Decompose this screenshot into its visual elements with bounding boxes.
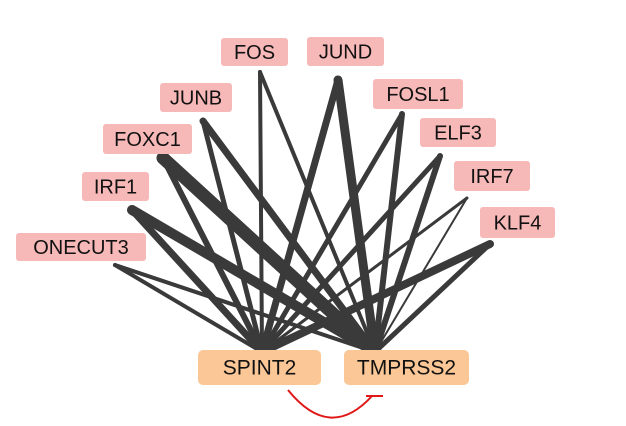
edge-irf7-spint2 [260, 196, 469, 354]
node-box [307, 37, 384, 66]
node-junb[interactable]: JUNB [160, 83, 232, 112]
node-onecut3[interactable]: ONECUT3 [16, 233, 146, 261]
node-label: IRF1 [94, 177, 137, 199]
edge-elf3-spint2 [259, 153, 443, 355]
edge-fos-spint2 [258, 70, 264, 354]
edge-foxc1-spint2 [160, 155, 265, 355]
node-box [198, 350, 321, 385]
edge-jund-spint2 [258, 76, 342, 356]
node-box [344, 350, 469, 385]
node-label: FOS [234, 42, 275, 64]
node-box [82, 172, 149, 201]
node-box [454, 161, 530, 191]
edge-fosl1-tmprss2 [372, 111, 405, 355]
node-box [221, 38, 288, 66]
node-label: TMPRSS2 [357, 357, 456, 380]
node-label: SPINT2 [223, 357, 297, 380]
node-box [480, 207, 555, 238]
node-irf7[interactable]: IRF7 [454, 161, 530, 191]
node-box [420, 118, 496, 147]
edge-fosl1-spint2 [259, 111, 405, 355]
node-box [373, 79, 463, 109]
edge-jund-tmprss2 [333, 75, 380, 357]
edge-foxc1-tmprss2 [156, 151, 382, 359]
node-label: KLF4 [494, 213, 542, 235]
node-layer: ONECUT3 IRF1 FOXC1 JUNB FOS JUND FOSL1ELF3IRF7… [16, 37, 555, 385]
node-label: ELF3 [434, 123, 482, 145]
node-box [160, 83, 232, 112]
edge-junb-spint2 [200, 118, 265, 355]
node-fos[interactable]: FOS [221, 38, 288, 66]
node-label: FOSL1 [386, 84, 449, 106]
node-label: ONECUT3 [33, 237, 129, 259]
edge-onecut3-tmprss2 [113, 263, 377, 354]
node-foxc1[interactable]: FOXC1 [103, 124, 192, 154]
node-label: JUND [319, 42, 372, 64]
edge-irf1-spint2 [128, 206, 266, 356]
edge-irf1-tmprss2 [127, 205, 380, 357]
node-elf3[interactable]: ELF3 [420, 118, 496, 147]
node-box [16, 233, 146, 261]
node-label: FOXC1 [114, 129, 181, 151]
node-spint2[interactable]: SPINT2 [198, 350, 321, 385]
edge-klf4-spint2 [258, 240, 494, 356]
node-klf4[interactable]: KLF4 [480, 207, 555, 238]
edge-elf3-tmprss2 [372, 153, 443, 355]
node-box [103, 124, 192, 154]
node-label: JUNB [170, 88, 222, 110]
node-jund[interactable]: JUND [307, 37, 384, 66]
inhibition-edge [287, 389, 373, 419]
node-tmprss2[interactable]: TMPRSS2 [344, 350, 469, 385]
node-fosl1[interactable]: FOSL1 [373, 79, 463, 109]
edge-onecut3-spint2 [113, 263, 264, 354]
edge-layer [113, 70, 494, 359]
edge-klf4-tmprss2 [372, 241, 493, 355]
node-irf1[interactable]: IRF1 [82, 172, 149, 201]
node-label: IRF7 [470, 166, 513, 188]
